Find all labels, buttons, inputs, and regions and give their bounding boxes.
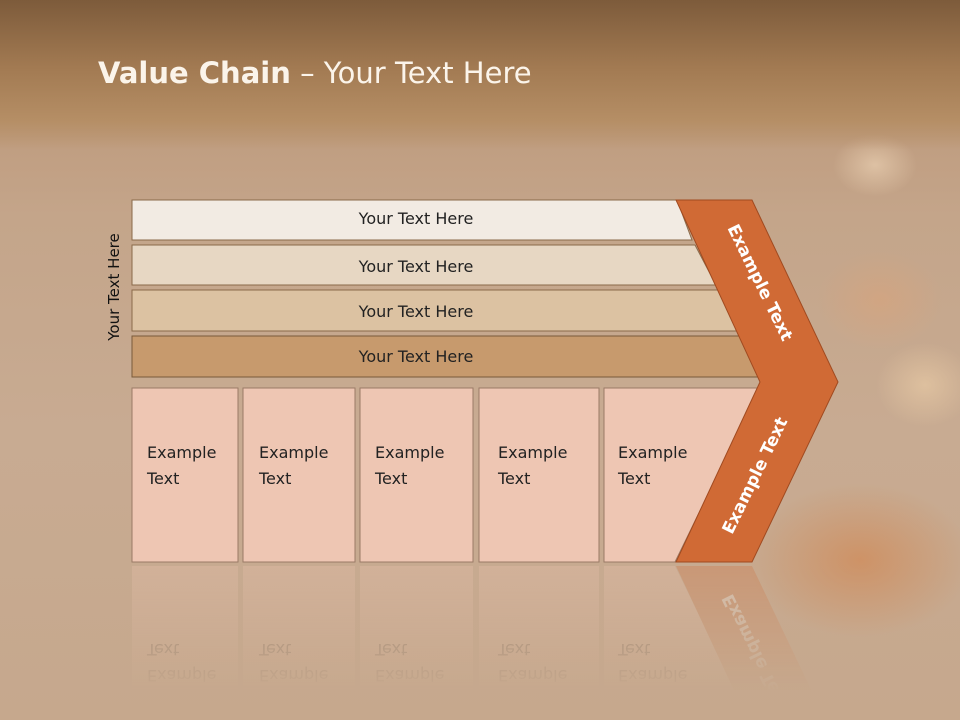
column-box-4[interactable]: Example Text <box>478 387 600 563</box>
row-band-1[interactable]: Your Text Here <box>131 199 693 241</box>
title-bold: Value Chain <box>98 56 291 90</box>
chevron-shape <box>675 199 839 563</box>
column-label-1-line1: Example <box>147 443 216 462</box>
column-box-5[interactable]: Example Text <box>603 387 761 563</box>
reflection-text: Example <box>147 666 216 685</box>
column-label-3-line1: Example <box>375 443 444 462</box>
column-box-3[interactable]: Example Text <box>359 387 474 563</box>
reflection-text: Example <box>498 666 567 685</box>
reflection-text: Example <box>375 666 444 685</box>
reflection-text: Text <box>497 640 530 659</box>
column-label-3-line2: Text <box>374 469 407 488</box>
side-axis-label[interactable]: Your Text Here <box>105 233 123 341</box>
column-shape-3 <box>359 387 474 563</box>
column-label-1-line2: Text <box>146 469 179 488</box>
title-band <box>0 0 960 150</box>
title-rest: – Your Text Here <box>290 56 532 90</box>
row-shape-1 <box>131 199 693 241</box>
reflection-text: Text <box>258 640 291 659</box>
column-label-5-line2: Text <box>617 469 650 488</box>
column-box-2[interactable]: Example Text <box>242 387 356 563</box>
reflection-text: Text <box>617 640 650 659</box>
column-label-4-line1: Example <box>498 443 567 462</box>
column-box-1[interactable]: Example Text <box>131 387 239 563</box>
row-band-4[interactable]: Your Text Here <box>131 335 764 378</box>
reflection-text: Text <box>146 640 179 659</box>
reflection-text: Example <box>618 666 687 685</box>
row-band-2[interactable]: Your Text Here <box>131 244 717 286</box>
slide-title[interactable]: Value Chain – Your Text Here <box>98 56 532 90</box>
column-label-5-line1: Example <box>618 443 687 462</box>
row-label-4: Your Text Here <box>358 347 474 366</box>
row-label-1: Your Text Here <box>358 209 474 228</box>
column-shape-2 <box>242 387 356 563</box>
column-label-4-line2: Text <box>497 469 530 488</box>
row-label-3: Your Text Here <box>358 302 474 321</box>
column-label-2-line1: Example <box>259 443 328 462</box>
reflection-text: Example <box>259 666 328 685</box>
column-label-2-line2: Text <box>258 469 291 488</box>
column-shape-4 <box>478 387 600 563</box>
chevron-arrow[interactable]: Example Text Example Text <box>675 199 839 563</box>
row-label-2: Your Text Here <box>358 257 474 276</box>
column-shape-5 <box>603 387 761 563</box>
reflection-text: Text <box>374 640 407 659</box>
diagram-reflection: Example Text Example Text Example Text E… <box>132 566 826 720</box>
column-shape-1 <box>131 387 239 563</box>
row-band-3[interactable]: Your Text Here <box>131 289 740 332</box>
